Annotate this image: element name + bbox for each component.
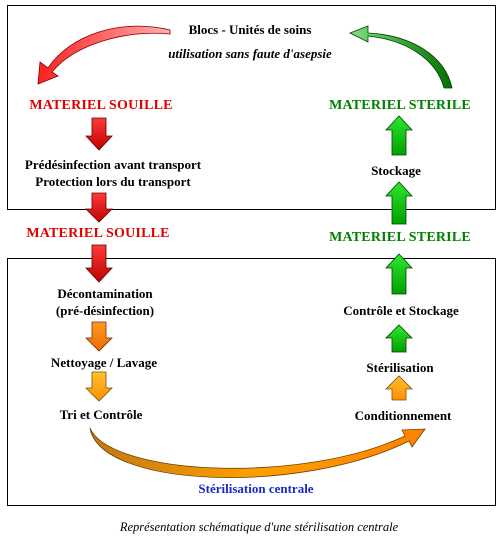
down-arrow-soiled-2: [85, 192, 113, 223]
down-arrow-wash: [85, 371, 113, 402]
sort-control-step: Tri et Contrôle: [59, 407, 143, 422]
decontamination-step-line2: (pré-désinfection): [55, 303, 155, 318]
wash-step: Nettoyage / Lavage: [50, 355, 158, 370]
diagram-caption: Représentation schématique d'une stérili…: [119, 520, 399, 534]
sterilization-step: Stérilisation: [366, 360, 434, 375]
up-arrow-packaging: [385, 375, 413, 401]
control-storage-step: Contrôle et Stockage: [343, 303, 459, 318]
up-arrow-storage: [385, 115, 413, 156]
transport-step-line2: Protection lors du transport: [35, 174, 191, 189]
curved-arrow-soiled: [37, 25, 171, 85]
decontamination-step-line1: Décontamination: [57, 286, 153, 301]
soiled-material-label-top: MATERIEL SOUILLE: [29, 98, 173, 113]
central-sterilization-label: Stérilisation centrale: [198, 481, 314, 496]
central-sterilization-frame: [7, 258, 496, 506]
up-arrow-control-storage: [385, 253, 413, 295]
up-arrow-sterile-mid: [385, 181, 413, 225]
sterile-material-label-top: MATERIEL STERILE: [329, 98, 471, 113]
storage-step: Stockage: [371, 163, 421, 178]
soiled-material-label-mid: MATERIEL SOUILLE: [26, 226, 170, 241]
sterile-material-label-mid: MATERIEL STERILE: [329, 230, 471, 245]
asepsis-subtitle: utilisation sans faute d'asepsie: [168, 46, 332, 61]
down-arrow-soiled-1: [85, 117, 113, 151]
up-arrow-sterilization: [385, 324, 413, 353]
top-zone-frame: [7, 5, 496, 210]
transport-step-line1: Prédésinfection avant transport: [24, 157, 202, 172]
curved-arrow-sterile: [349, 25, 453, 89]
down-arrow-decontamination: [85, 321, 113, 352]
curved-arrow-to-packaging: [89, 427, 426, 478]
down-arrow-soiled-3: [85, 244, 113, 283]
blocs-title: Blocs - Unités de soins: [188, 22, 312, 37]
packaging-step: Conditionnement: [354, 408, 452, 423]
